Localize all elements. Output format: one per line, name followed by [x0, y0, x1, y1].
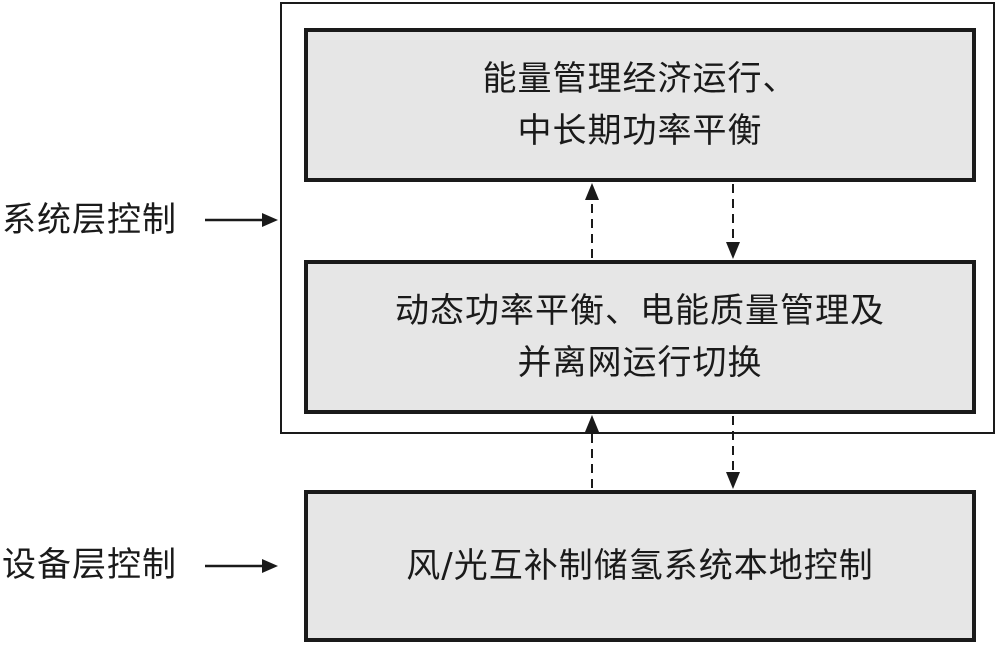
system-layer-pointer-arrow [205, 213, 278, 227]
system-layer-frame [280, 2, 995, 434]
system-layer-text: 系统层控制 [2, 200, 177, 240]
device-layer-text: 设备层控制 [2, 545, 177, 585]
energy-management-block: 能量管理经济运行、 中长期功率平衡 [304, 28, 976, 182]
dynamic-power-balance-block: 动态功率平衡、电能质量管理及 并离网运行切换 [304, 260, 976, 414]
device-layer-label: 设备层控制 [2, 545, 177, 585]
local-control-block: 风/光互补制储氢系统本地控制 [304, 490, 976, 642]
device-layer-pointer-arrow [205, 559, 278, 573]
energy-management-line1: 能量管理经济运行、 [482, 59, 798, 99]
system-layer-label: 系统层控制 [2, 200, 177, 240]
local-control-label: 风/光互补制储氢系统本地控制 [406, 546, 874, 586]
energy-management-line2: 中长期功率平衡 [517, 111, 763, 151]
dynamic-power-balance-line1: 动态功率平衡、电能质量管理及 [395, 291, 885, 331]
dynamic-power-balance-line2: 并离网运行切换 [517, 343, 763, 383]
